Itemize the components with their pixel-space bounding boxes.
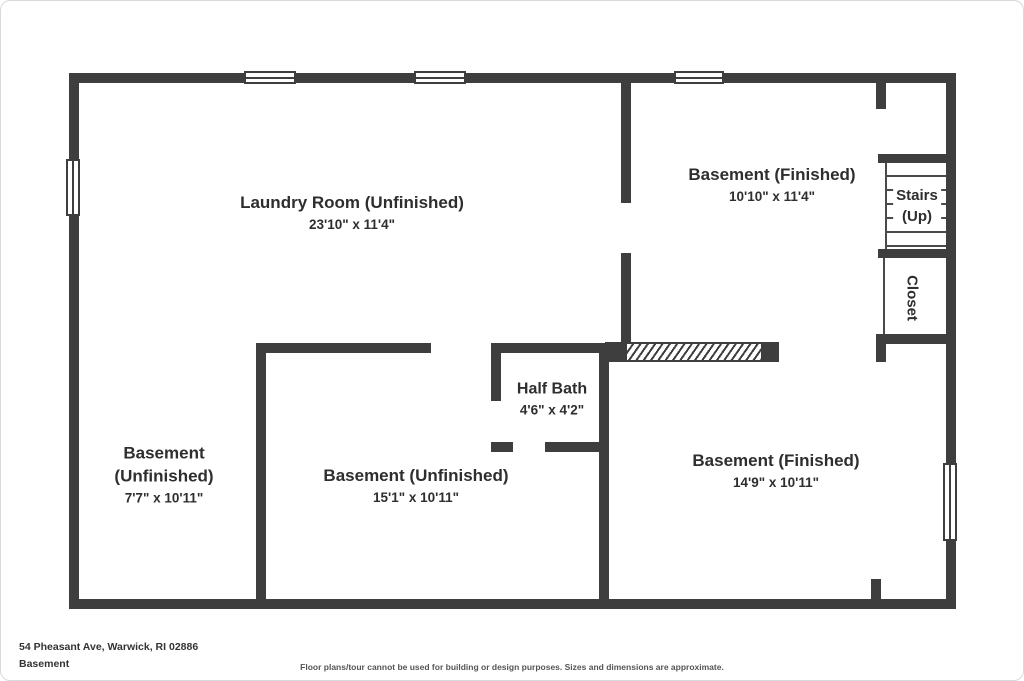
room-label-closet: Closet bbox=[903, 273, 921, 323]
room-name: Basement (Finished) bbox=[692, 451, 860, 471]
wall-halfbath-top bbox=[491, 343, 609, 353]
room-label-stairs: Stairs (Up) bbox=[893, 184, 941, 228]
wall-right-lower bbox=[946, 541, 956, 609]
room-name: Half Bath bbox=[516, 380, 588, 398]
window-icon-top-1 bbox=[244, 71, 296, 84]
room-label-basement-finished-right: Basement (Finished) 14'9" x 10'11" bbox=[692, 450, 859, 490]
footer-floor-label: Basement bbox=[19, 658, 70, 670]
wall-stairs-top bbox=[878, 154, 956, 163]
window-icon-top-3 bbox=[674, 71, 724, 84]
stairs-line2: (Up) bbox=[901, 208, 932, 225]
room-name: Basement (Finished) bbox=[688, 165, 856, 185]
wall-top-2 bbox=[296, 73, 414, 83]
room-label-half-bath: Half Bath 4'6" x 4'2" bbox=[517, 379, 587, 418]
hatched-wall bbox=[625, 342, 763, 362]
footer-disclaimer: Floor plans/tour cannot be used for buil… bbox=[300, 662, 724, 672]
wall-halfbath-bottom-left bbox=[491, 442, 513, 452]
room-dims: 10'10" x 11'4" bbox=[728, 188, 816, 204]
wall-halfbath-bottom-right bbox=[545, 442, 609, 452]
hatch-cap-right bbox=[763, 342, 779, 362]
wall-closet-bottom bbox=[876, 334, 956, 344]
wall-laundry-divider-upper bbox=[621, 83, 631, 203]
closet-door-line bbox=[883, 258, 885, 334]
wall-top-1 bbox=[69, 73, 244, 83]
hatch-cap-left bbox=[605, 342, 625, 362]
room-dims: 4'6" x 4'2" bbox=[519, 402, 585, 418]
wall-left-upper bbox=[69, 73, 79, 159]
wall-laundry-divider-lower bbox=[621, 253, 631, 343]
stairs-line1: Stairs bbox=[896, 187, 938, 204]
room-dims: 7'7" x 10'11" bbox=[124, 490, 204, 506]
room-name: Basement (Unfinished) bbox=[323, 466, 509, 486]
wall-stairs-bottom bbox=[878, 249, 956, 258]
room-label-basement-unfinished-mid: Basement (Unfinished) 15'1" x 10'11" bbox=[323, 465, 508, 505]
room-name: Laundry Room (Unfinished) bbox=[240, 193, 464, 213]
wall-leftroom-divider bbox=[256, 343, 266, 609]
closet-line1: Closet bbox=[903, 275, 921, 321]
wall-top-4 bbox=[724, 73, 956, 83]
room-dims: 15'1" x 10'11" bbox=[372, 489, 460, 505]
wall-left-lower bbox=[69, 216, 79, 609]
room-label-basement-unfinished-left: Basement (Unfinished) 7'7" x 10'11" bbox=[114, 443, 213, 506]
wall-right-upper bbox=[946, 73, 956, 463]
wall-center-divider bbox=[599, 343, 609, 609]
room-dims: 14'9" x 10'11" bbox=[732, 474, 820, 490]
room-dims: 23'10" x 11'4" bbox=[308, 216, 396, 232]
room-name-line2: (Unfinished) bbox=[114, 466, 214, 486]
wall-halfbath-left bbox=[491, 343, 501, 401]
room-name-line1: Basement bbox=[123, 443, 205, 463]
window-icon-right bbox=[943, 463, 957, 541]
wall-stub-top-right bbox=[876, 83, 886, 109]
wall-midroom-top bbox=[256, 343, 431, 353]
room-label-basement-finished-top: Basement (Finished) 10'10" x 11'4" bbox=[688, 164, 855, 204]
window-icon-top-2 bbox=[414, 71, 466, 84]
window-icon-left bbox=[66, 159, 80, 216]
room-label-laundry: Laundry Room (Unfinished) 23'10" x 11'4" bbox=[240, 192, 464, 232]
footer-address: 54 Pheasant Ave, Warwick, RI 02886 bbox=[19, 641, 199, 653]
wall-top-3 bbox=[466, 73, 674, 83]
wall-stub-below-closet bbox=[876, 334, 886, 362]
wall-stub-bottom-right bbox=[871, 579, 881, 599]
wall-bottom bbox=[69, 599, 956, 609]
